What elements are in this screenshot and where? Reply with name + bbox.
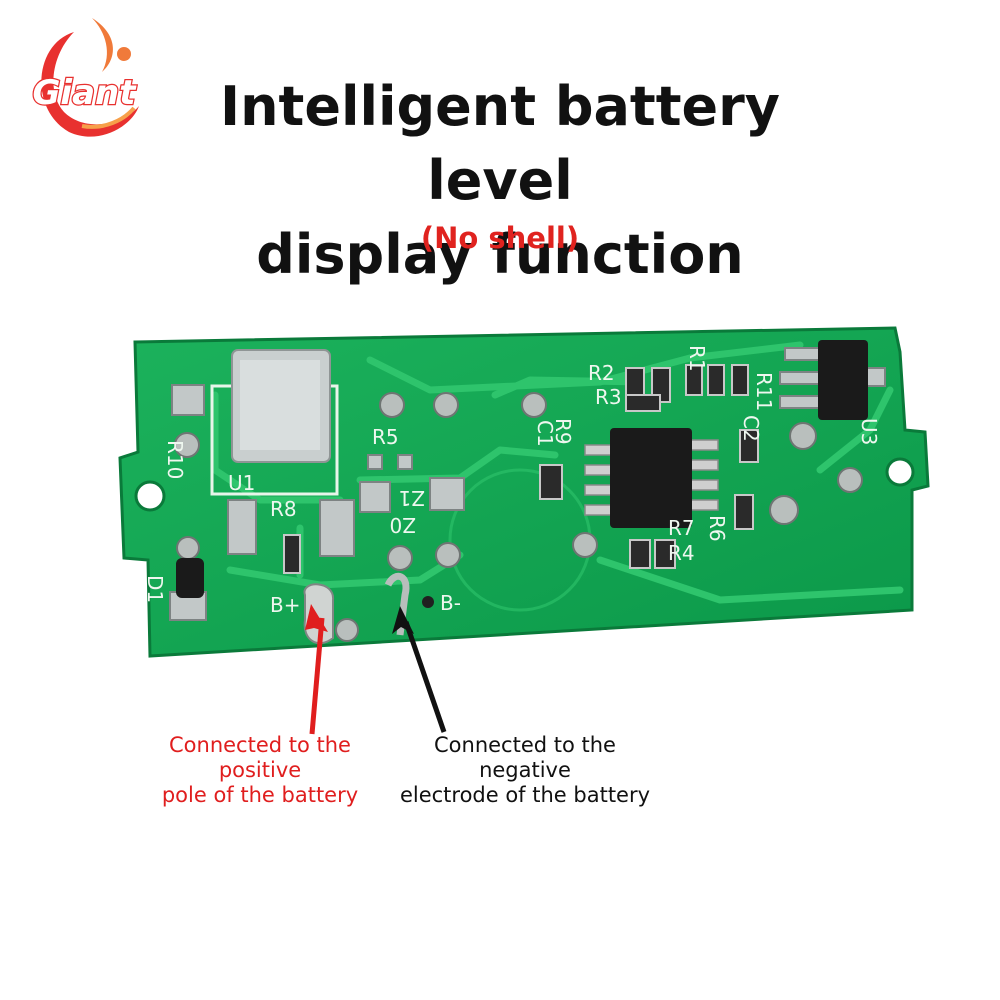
silk-r9: R9 <box>551 418 575 445</box>
logo-fin <box>92 18 113 72</box>
silk-r5: R5 <box>372 425 399 449</box>
smd-pads <box>169 384 465 621</box>
silk-r11: R11 <box>752 372 776 411</box>
silk-c2: C2 <box>739 415 763 442</box>
silk-r10: R10 <box>163 440 187 479</box>
silk-r8: R8 <box>270 497 297 521</box>
subtitle-no-shell: (No shell) <box>420 221 580 255</box>
silk-b-minus: B- <box>440 591 461 615</box>
silk-z1: Z1 <box>399 486 425 510</box>
silk-z0: Z0 <box>390 513 416 537</box>
arrow-positive-head <box>305 604 328 632</box>
ic-soic8 <box>584 428 719 528</box>
mount-hole-right <box>885 457 915 487</box>
silk-r7: R7 <box>668 516 695 540</box>
arrow-negative <box>403 621 447 733</box>
silk-c1: C1 <box>533 420 557 447</box>
diode-d1 <box>176 558 204 598</box>
silk-r2: R2 <box>588 361 615 385</box>
caption-negative-line-2: negative <box>479 758 571 782</box>
silk-d1: D1 <box>143 575 167 603</box>
b-minus-wire <box>384 572 410 636</box>
silk-r3: R3 <box>595 385 622 409</box>
title-line-1: Intelligent battery level <box>219 75 780 212</box>
logo-waves <box>81 106 136 129</box>
silk-u1: U1 <box>228 471 255 495</box>
smd-resistors <box>283 364 759 574</box>
arrow-negative-head <box>392 606 414 634</box>
arrow-positive <box>309 617 325 735</box>
caption-negative-terminal: Connected to the negative electrode of t… <box>370 733 680 808</box>
page-title: Intelligent battery level display functi… <box>140 70 860 292</box>
silk-u3: U3 <box>857 418 881 445</box>
caption-positive-line-1: Connected to the <box>169 733 351 757</box>
silk-b-plus: B+ <box>270 593 300 617</box>
logo-text: Giant <box>33 73 138 113</box>
silk-r4: R4 <box>668 541 695 565</box>
pcb-board-photo: R10 U1 R8 R5 Z1 Z0 D1 B+ B- R2 R3 R1 R11… <box>118 326 930 735</box>
caption-negative-line-1: Connected to the <box>434 733 616 757</box>
caption-negative-line-3: electrode of the battery <box>399 783 651 807</box>
title-line-2: display function <box>256 223 744 286</box>
giant-logo: Giant <box>31 18 139 137</box>
solder-joints <box>174 392 863 642</box>
silk-r1: R1 <box>685 345 709 372</box>
mount-hole-left <box>134 480 166 512</box>
caption-positive-line-2: positive <box>218 758 302 782</box>
caption-positive-line-3: pole of the battery <box>161 783 359 807</box>
transistor-u3 <box>779 340 886 420</box>
caption-positive-terminal: Connected to the positive pole of the ba… <box>105 733 415 808</box>
silk-r6: R6 <box>705 515 729 542</box>
b-minus-hole <box>422 596 434 608</box>
logo-dot <box>117 47 131 61</box>
